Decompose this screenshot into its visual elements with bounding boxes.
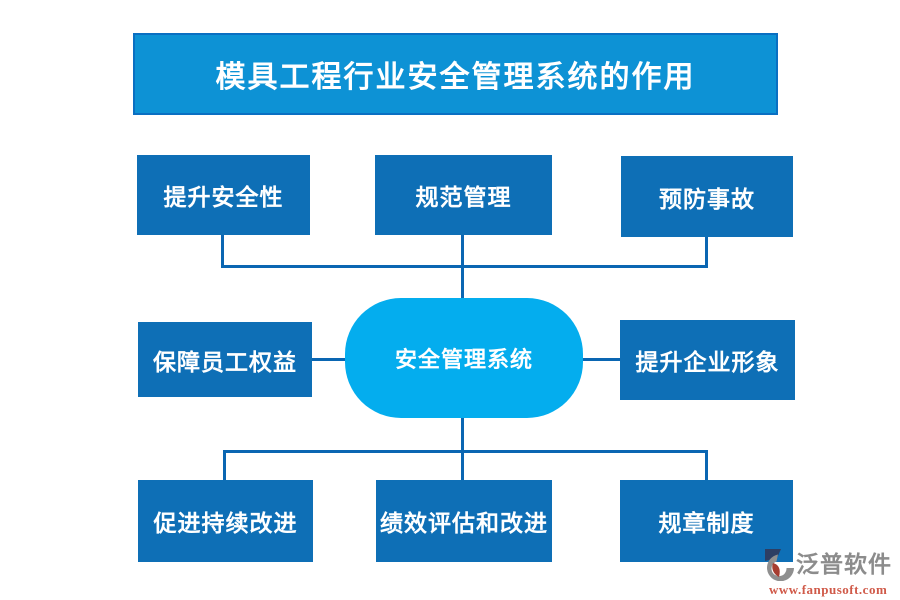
node-label: 规章制度 [658, 511, 755, 536]
node-label: 保障员工权益 [153, 349, 297, 375]
node-continuous-improvement: 促进持续改进 [138, 480, 313, 562]
node-safety-management-system: 安全管理系统 [345, 298, 583, 418]
connector-bottom-right-vertical [705, 453, 708, 480]
node-performance-evaluation: 绩效评估和改进 [376, 480, 552, 562]
watermark: 泛普软件 www.fanpusoft.com [764, 548, 900, 598]
node-label: 促进持续改进 [153, 511, 298, 536]
center-node-label: 安全管理系统 [394, 347, 533, 372]
node-protect-employee-rights: 保障员工权益 [138, 322, 312, 397]
node-label: 提升企业形象 [635, 350, 780, 375]
connector-bottom-left-vertical [223, 453, 226, 480]
watermark-brand-text: 泛普软件 [796, 552, 892, 577]
node-label: 规范管理 [415, 185, 512, 210]
connector-center-to-top [461, 268, 464, 298]
node-rules-regulations: 规章制度 [620, 480, 793, 562]
watermark-url-text: www.fanpusoft.com [769, 582, 888, 597]
node-standardize-management: 规范管理 [375, 155, 552, 235]
node-improve-safety: 提升安全性 [137, 155, 310, 235]
node-label: 绩效评估和改进 [380, 511, 548, 536]
connector-top-horizontal [221, 265, 708, 268]
node-label: 提升安全性 [163, 185, 284, 210]
connector-top-left-vertical [221, 235, 224, 267]
page-title: 模具工程行业安全管理系统的作用 [215, 61, 696, 94]
connector-center-to-right [583, 358, 620, 361]
node-label: 预防事故 [659, 186, 755, 212]
connector-bottom-horizontal [223, 450, 708, 453]
connector-center-to-bottom [461, 418, 464, 480]
connector-top-center-vertical [461, 235, 464, 267]
fanpu-logo-icon [765, 549, 794, 581]
connector-center-to-left [312, 358, 345, 361]
node-enhance-corporate-image: 提升企业形象 [620, 320, 795, 400]
connector-top-right-vertical [705, 237, 708, 267]
title-banner: 模具工程行业安全管理系统的作用 [133, 33, 778, 115]
node-prevent-accidents: 预防事故 [621, 156, 793, 237]
